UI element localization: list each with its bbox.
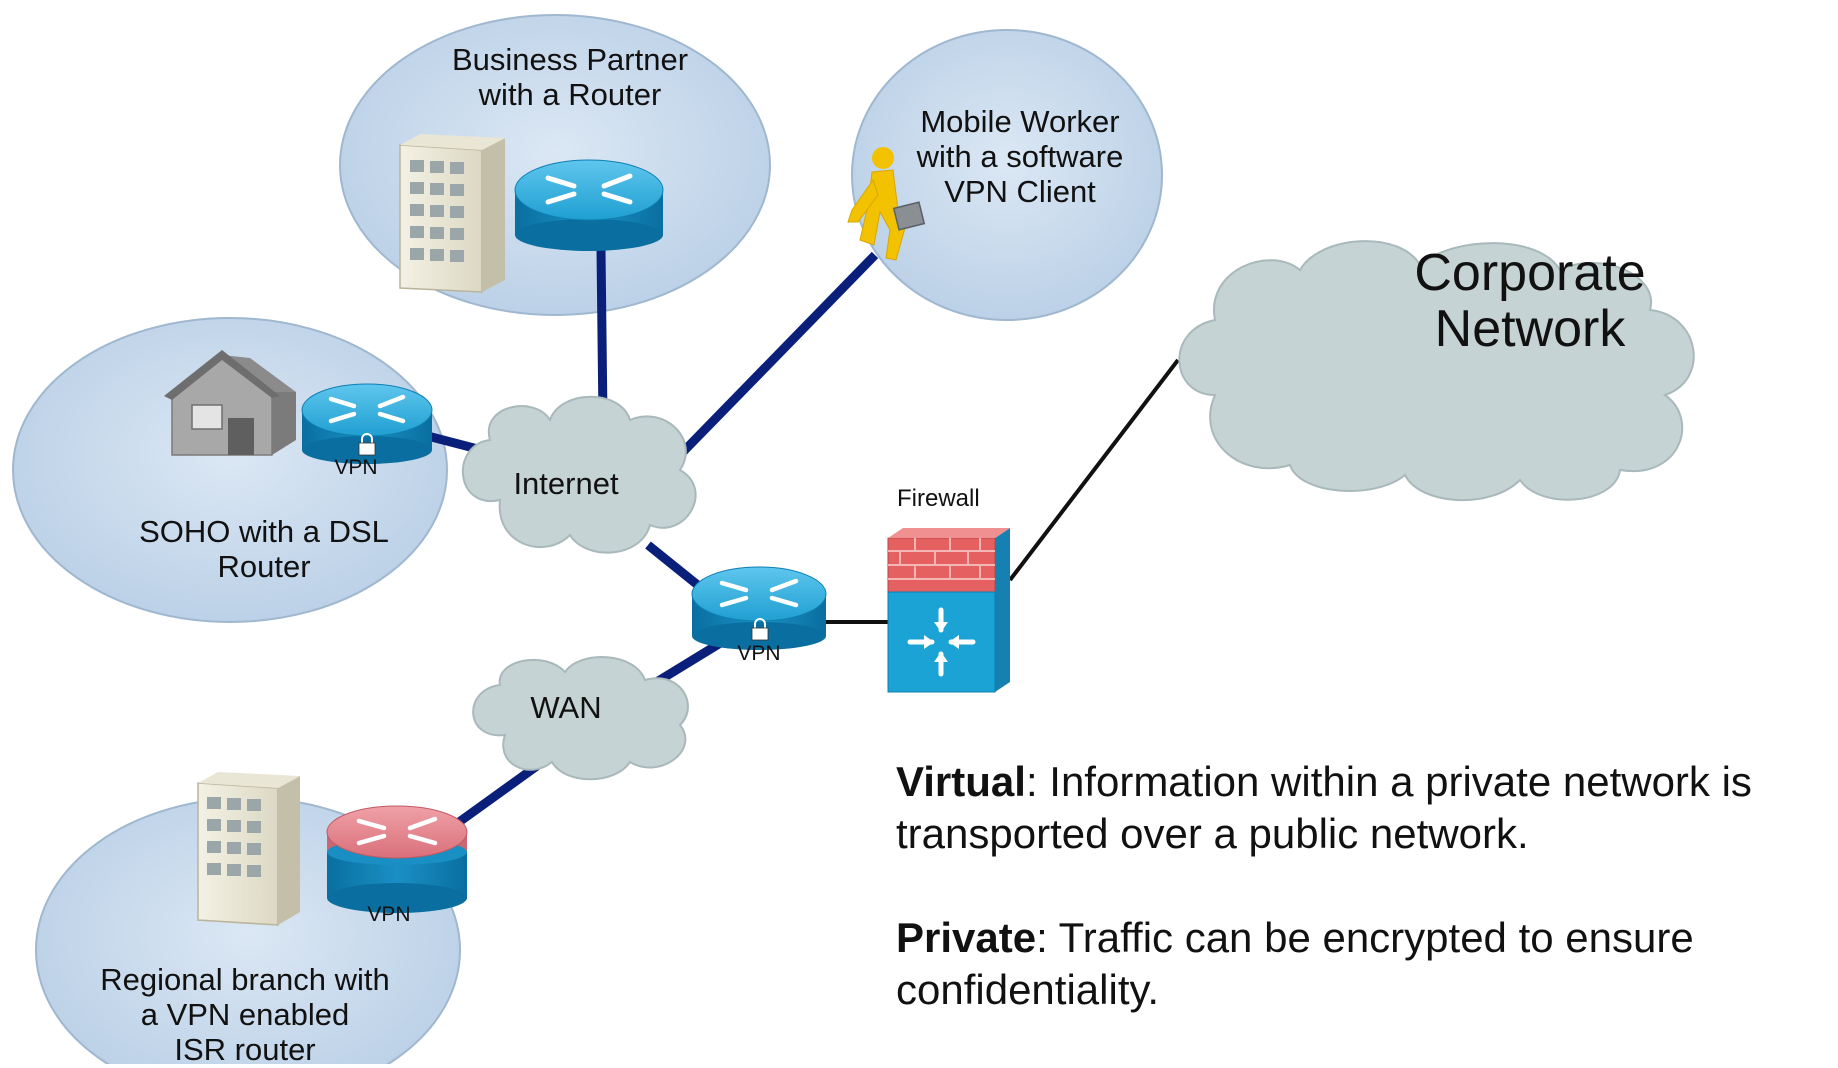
link-hub-wan (652, 638, 725, 687)
definition-private-term: Private (896, 914, 1037, 961)
definition-virtual: Virtual: Information within a private ne… (896, 756, 1836, 860)
home-office-icon (164, 350, 296, 456)
definition-private-text: : Traffic can be encrypted to ensure con… (896, 914, 1694, 1013)
corporate-label-line2: Network (1435, 300, 1627, 358)
internet-label: Internet (513, 466, 619, 501)
firewall-icon (887, 528, 1010, 693)
soho-router-vpn-tag: VPN (334, 456, 377, 479)
link-mobile-internet (676, 251, 879, 459)
link-partner-internet (596, 249, 608, 421)
soho-router-icon (301, 383, 433, 464)
definitions: Virtual: Information within a private ne… (896, 756, 1836, 1068)
hub-router-icon (691, 566, 827, 650)
branch-building-icon (197, 772, 300, 926)
branch-label-line1: Regional branch with (100, 962, 390, 997)
isr-router-icon (326, 805, 468, 913)
definition-virtual-text: : Information within a private network i… (896, 758, 1752, 857)
soho-label-line1: SOHO with a DSL (139, 514, 389, 549)
partner-router-icon (514, 159, 664, 251)
office-building-icon (399, 134, 505, 293)
definition-virtual-term: Virtual (896, 758, 1026, 805)
lock-icon (751, 618, 769, 641)
hub-router-vpn-tag: VPN (737, 642, 780, 665)
firewall-label: Firewall (897, 485, 980, 512)
soho-label-line2: Router (217, 549, 310, 584)
business-partner-label-line1: Business Partner (452, 42, 688, 77)
branch-label-line2: a VPN enabled (141, 997, 350, 1032)
corporate-cloud (1178, 240, 1695, 502)
internet-cloud (461, 395, 697, 554)
mobile-worker-icon (847, 147, 926, 261)
corporate-label-line1: Corporate (1414, 244, 1645, 302)
business-partner-label-line2: with a Router (478, 77, 662, 112)
link-firewall-corporate (1008, 358, 1180, 582)
mobile-worker-label-line2: with a software (916, 139, 1124, 174)
wan-cloud (472, 656, 689, 781)
definition-private: Private: Traffic can be encrypted to ens… (896, 912, 1836, 1016)
mobile-worker-label-line3: VPN Client (944, 174, 1096, 209)
wan-label: WAN (530, 690, 601, 725)
branch-label-line3: ISR router (174, 1032, 315, 1064)
lock-icon (358, 433, 376, 456)
branch-router-vpn-tag: VPN (367, 903, 410, 926)
mobile-worker-bubble (851, 29, 1163, 321)
mobile-worker-label-line1: Mobile Worker (920, 104, 1119, 139)
